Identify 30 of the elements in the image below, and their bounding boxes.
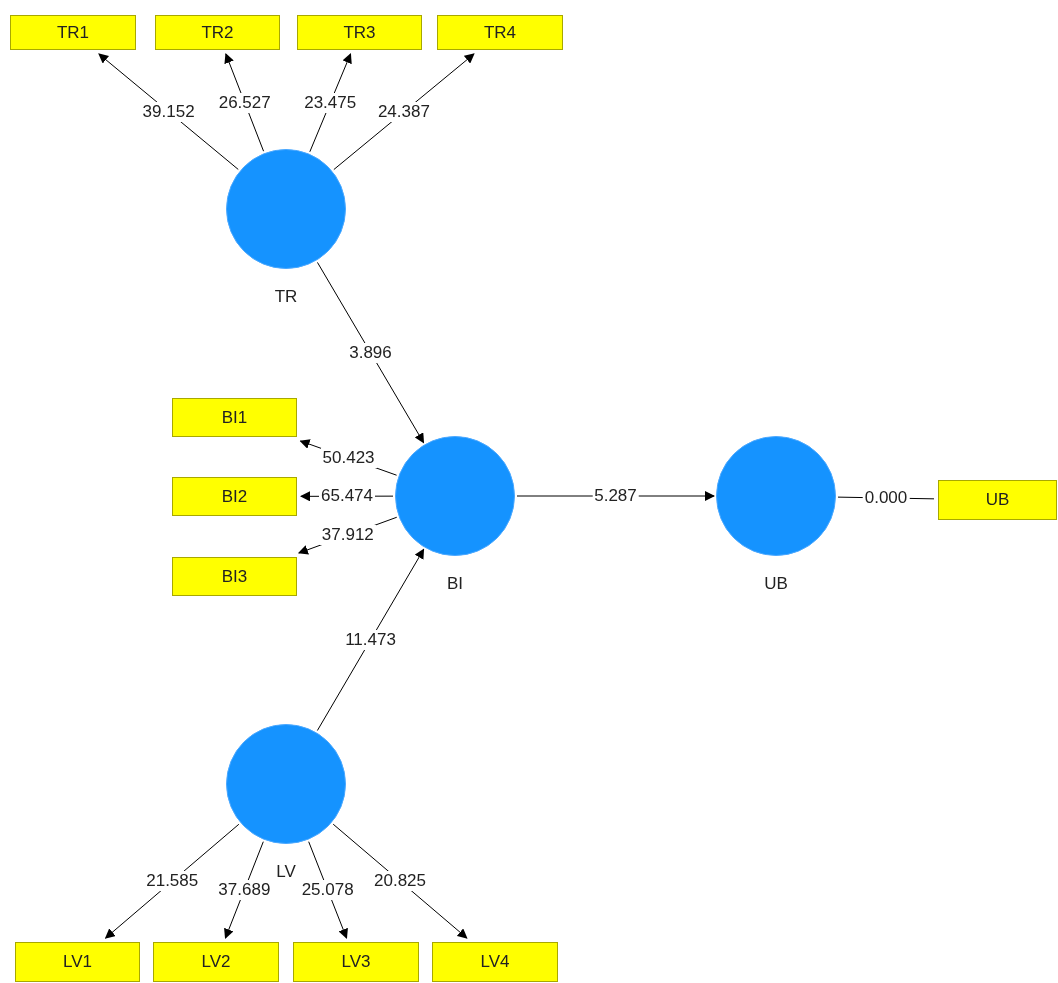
- edge-label: 23.475: [302, 92, 359, 113]
- edge-label: 21.585: [144, 871, 201, 892]
- construct-label: BI: [446, 574, 464, 594]
- arrow: [316, 548, 425, 732]
- indicator-box: TR3: [297, 15, 422, 50]
- indicator-box: UB: [938, 480, 1057, 520]
- construct-label: UB: [764, 574, 788, 594]
- edge-label: 20.825: [372, 871, 428, 892]
- construct-label: TR: [274, 287, 298, 307]
- edge-label: 24.387: [375, 101, 432, 122]
- indicator-box: TR4: [437, 15, 563, 50]
- indicator-box: LV1: [15, 942, 140, 982]
- indicator-box: TR2: [155, 15, 280, 50]
- indicator-box: TR1: [10, 15, 136, 50]
- edge-label: 3.896: [347, 342, 394, 363]
- construct-label: LV: [276, 862, 296, 882]
- indicator-box: LV2: [153, 942, 279, 982]
- indicator-box: BI1: [172, 398, 297, 437]
- edge-label: 26.527: [216, 92, 273, 113]
- edge-label: 37.689: [216, 879, 273, 900]
- indicator-box: BI3: [172, 557, 297, 596]
- indicator-box: LV3: [293, 942, 419, 982]
- arrow: [316, 261, 425, 444]
- indicator-box: LV4: [432, 942, 558, 982]
- edge-label: 39.152: [140, 101, 197, 122]
- edge-label: 50.423: [320, 448, 377, 469]
- edge-label: 37.912: [319, 525, 376, 546]
- edge-label: 25.078: [299, 879, 356, 900]
- edge-label: 11.473: [343, 630, 398, 650]
- indicator-box: BI2: [172, 477, 297, 516]
